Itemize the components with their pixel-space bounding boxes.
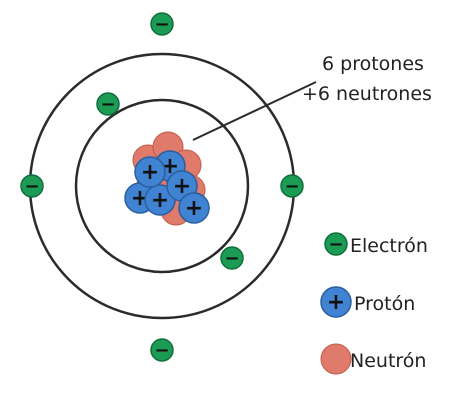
proton: + (178, 192, 210, 224)
legend-neutron-label: Neutrón (350, 350, 426, 372)
electron: − (150, 12, 174, 36)
electron-sign: − (284, 176, 299, 197)
proton-sign: + (173, 174, 191, 199)
electron: − (20, 174, 44, 198)
inner-orbit (74, 98, 250, 274)
electron: − (220, 246, 244, 270)
proton: + (144, 184, 176, 216)
electron-sign: − (154, 14, 169, 35)
electron: − (150, 338, 174, 362)
legend-neutron-icon (320, 343, 352, 375)
legend: − Electrón + Protón Neutrón (320, 232, 428, 375)
legend-proton-label: Protón (354, 293, 415, 315)
callout-protons-text: 6 protones (322, 53, 424, 75)
legend-electron-icon: − (324, 232, 348, 256)
electron-sign: − (154, 340, 169, 361)
electron-sign: − (24, 176, 39, 197)
proton: + (134, 156, 166, 188)
proton-sign: + (131, 186, 149, 211)
callout-leader-line (192, 81, 317, 141)
proton-sign: + (151, 188, 169, 213)
electron-sign: − (100, 94, 115, 115)
electron: − (280, 174, 304, 198)
legend-proton-icon: + (320, 286, 352, 318)
electron-sign: − (224, 248, 239, 269)
nucleus: + + + + + + (124, 131, 210, 226)
legend-electron-label: Electrón (350, 235, 428, 257)
proton-sign: + (327, 290, 345, 315)
proton-sign: + (141, 160, 159, 185)
proton-sign: + (185, 196, 203, 221)
callout-neutrons-text: +6 neutrones (302, 83, 432, 105)
electron: − (96, 92, 120, 116)
electron-sign: − (328, 234, 343, 255)
